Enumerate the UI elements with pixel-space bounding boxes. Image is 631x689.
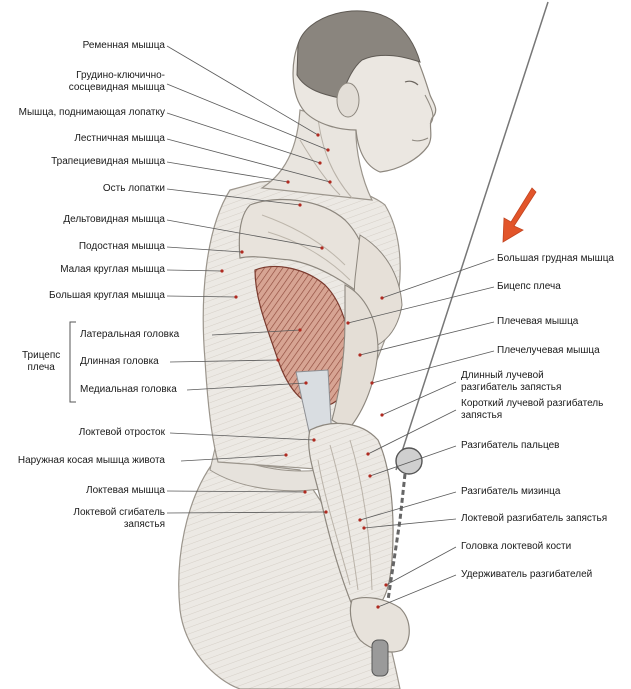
label-extensor-digiti-minimi: Разгибатель мизинца xyxy=(461,486,561,497)
label-teres-major: Большая круглая мышца xyxy=(49,290,165,301)
cable-chain xyxy=(386,473,407,601)
label-trapezius: Трапециевидная мышца xyxy=(51,156,165,167)
label-triceps-long-head: Длинная головка xyxy=(80,356,159,367)
label-triceps-lateral-head: Латеральная головка xyxy=(80,329,180,340)
label-extensor-retinaculum: Удерживатель разгибателей xyxy=(461,569,593,580)
label-brachioradialis: Плечелучевая мышца xyxy=(497,345,600,356)
label-splenius: Ременная мышца xyxy=(82,40,165,51)
hand-shape xyxy=(349,597,410,653)
forearm-shape xyxy=(308,422,394,606)
cable xyxy=(395,1,549,471)
label-extensor-carpi-radialis-longus: Длинный лучевой разгибатель запястья xyxy=(461,370,562,393)
direction-arrow-icon xyxy=(502,187,537,243)
label-extensor-digitorum: Разгибатель пальцев xyxy=(461,440,560,451)
label-triceps-medial-head: Медиальная головка xyxy=(80,384,177,395)
label-external-oblique: Наружная косая мышца живота xyxy=(17,455,165,466)
hair-shape xyxy=(296,10,421,99)
label-teres-minor: Малая круглая мышца xyxy=(60,264,165,275)
triceps-bracket xyxy=(69,321,76,403)
neck-shape xyxy=(260,109,374,201)
label-flexor-carpi-ulnaris: Локтевой сгибатель запястья xyxy=(73,507,165,530)
label-pectoralis-major: Большая грудная мышца xyxy=(497,253,614,264)
label-anconeus: Локтевая мышца xyxy=(86,485,165,496)
cable-handle xyxy=(371,639,389,677)
label-brachialis: Плечевая мышца xyxy=(497,316,579,327)
label-biceps-brachii: Бицепс плеча xyxy=(497,281,561,292)
label-olecranon: Локтевой отросток xyxy=(78,427,165,438)
label-extensor-carpi-radialis-brevis: Короткий лучевой разгибатель запястья xyxy=(461,398,604,421)
label-levator-scapulae: Мышца, поднимающая лопатку xyxy=(18,107,165,118)
label-extensor-carpi-ulnaris: Локтевой разгибатель запястья xyxy=(461,513,608,524)
label-ulnar-head: Головка локтевой кости xyxy=(461,541,572,552)
label-sternocleidomastoid: Грудино-ключично- сосцевидная мышца xyxy=(68,70,165,93)
cable-pulley xyxy=(395,447,423,475)
label-infraspinatus: Подостная мышца xyxy=(78,241,165,252)
label-triceps-brachii: Трицепс плеча xyxy=(22,350,61,373)
biceps-shape xyxy=(331,284,379,431)
deltoid-shape xyxy=(238,198,370,302)
label-deltoid: Дельтовидная мышца xyxy=(63,214,165,225)
label-scalene: Лестничная мышца xyxy=(74,133,165,144)
label-scapular-spine: Ость лопатки xyxy=(102,183,165,194)
